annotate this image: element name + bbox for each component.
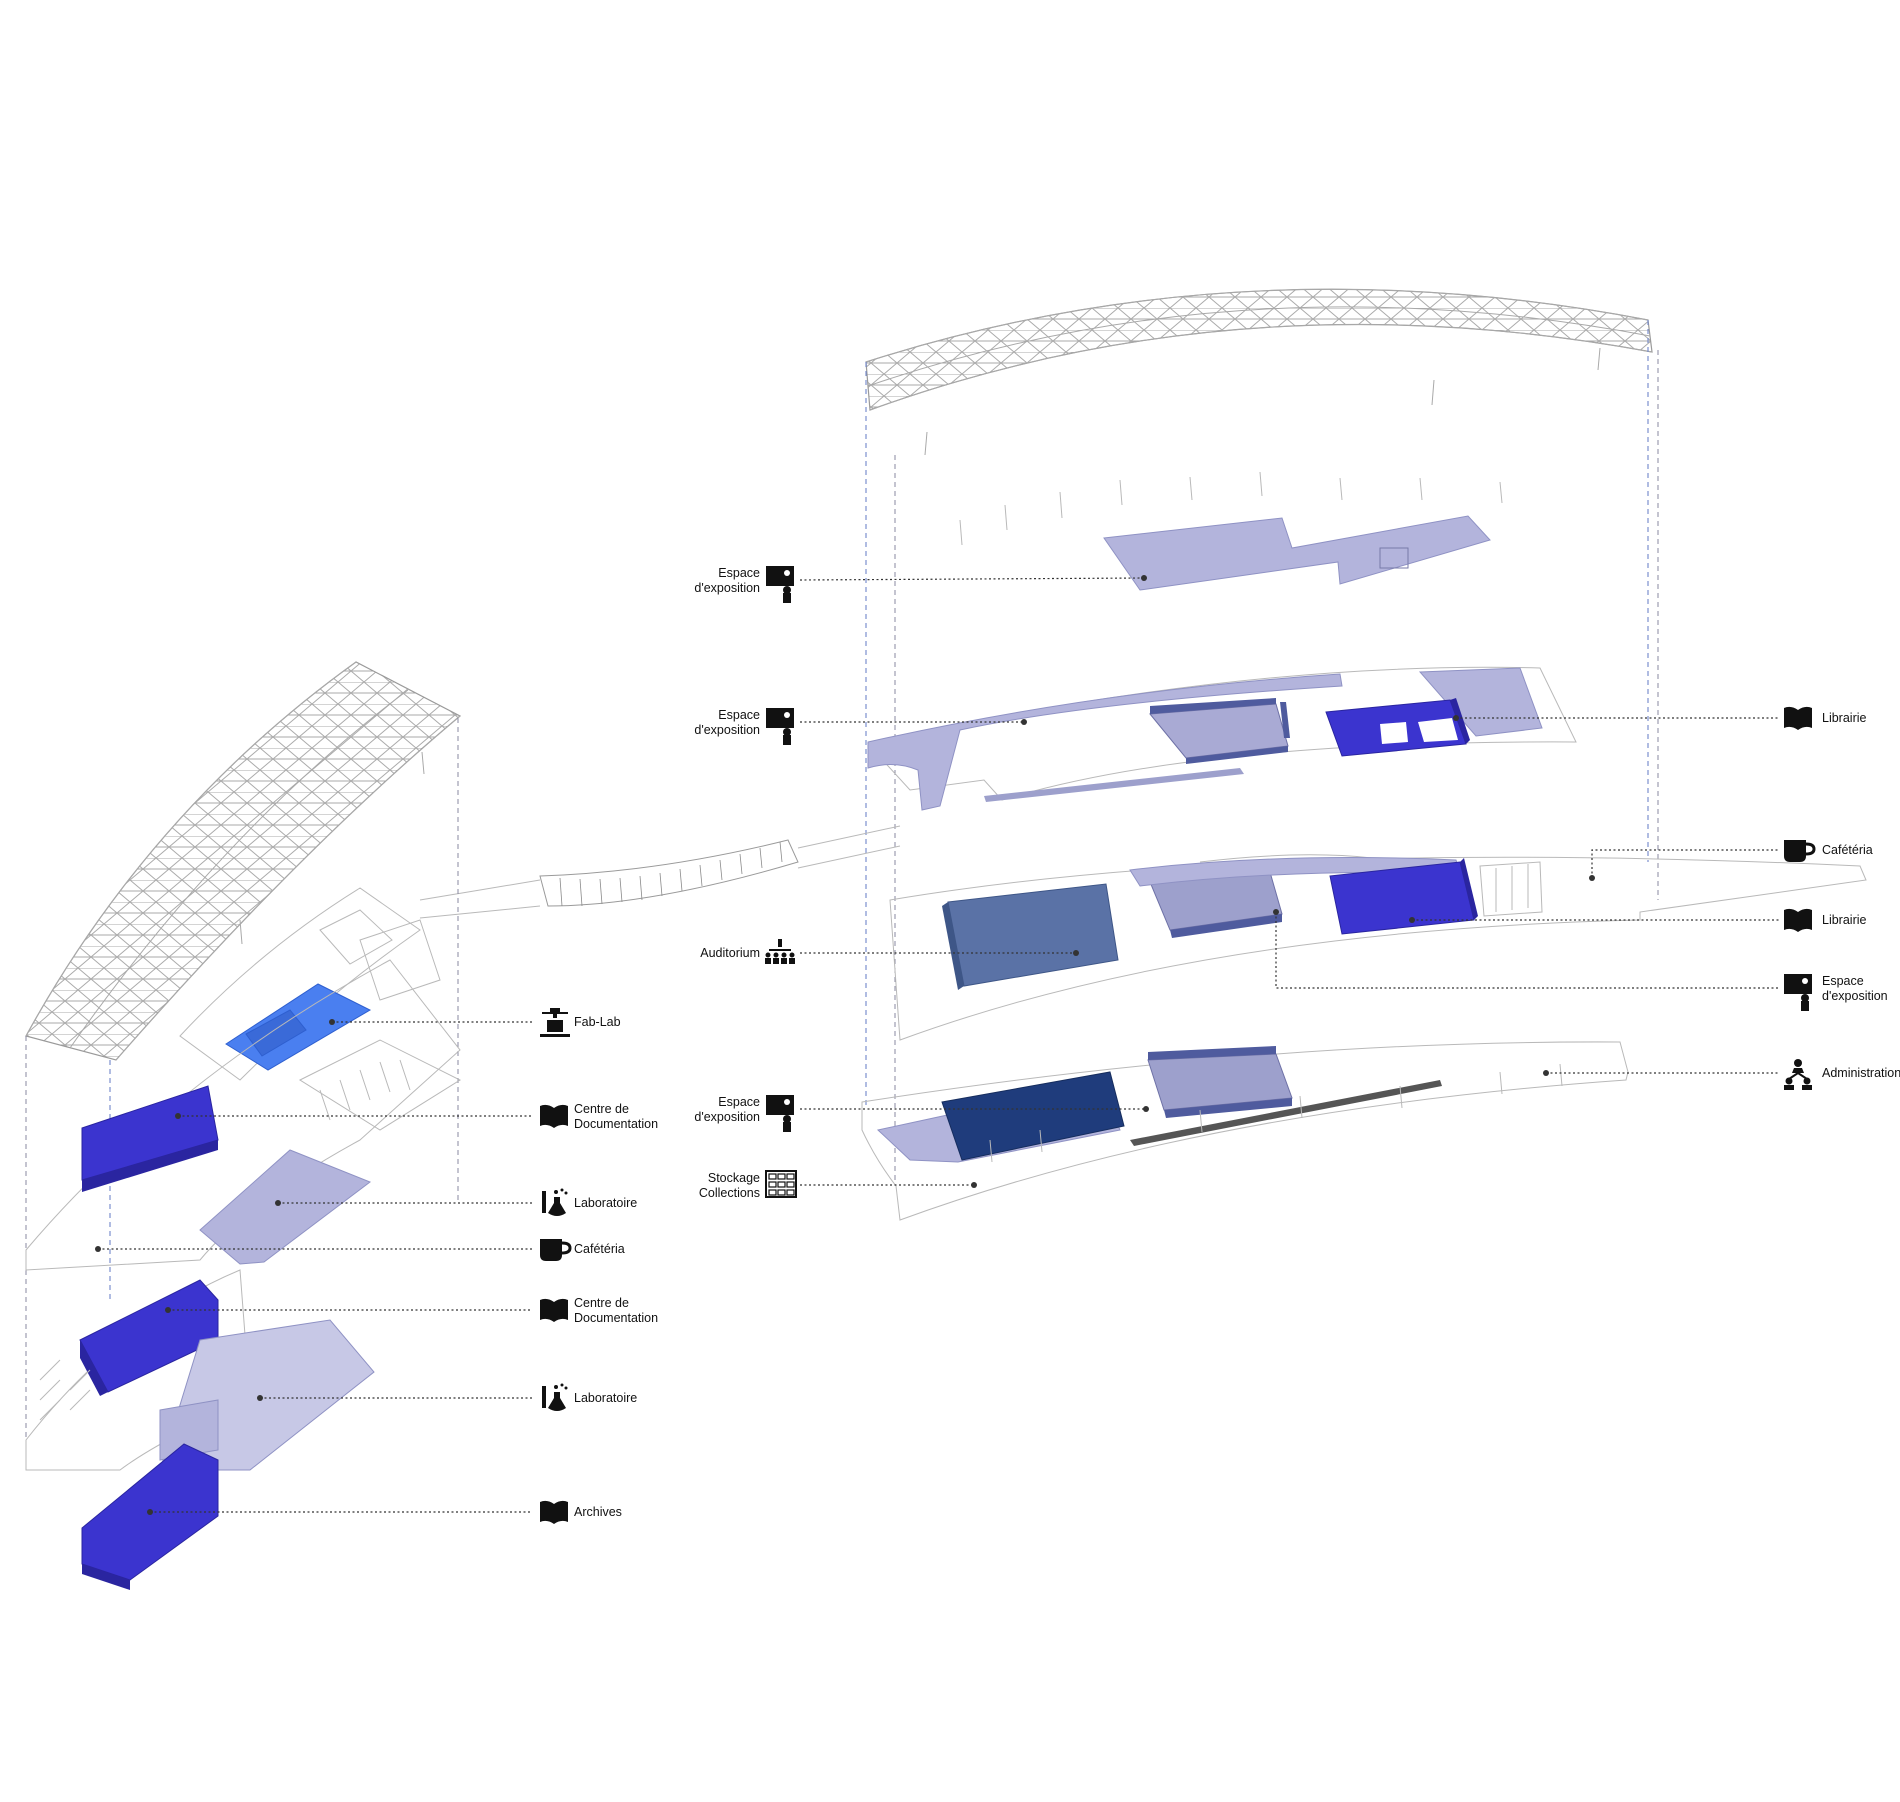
right-left-label-5-text: Stockage [708,1171,760,1185]
right-level-3 [867,666,1577,811]
right-right-label-2: Cafétéria [1784,840,1873,862]
right-level-1 [861,1041,1629,1221]
right-tower [419,288,1867,1221]
book-icon [540,1298,568,1322]
hierarchy-icon [1784,1059,1812,1090]
right-right-label-3-text: Librairie [1822,913,1867,927]
coffee-cup-icon [1784,840,1816,862]
right-right-label-4-text: d'exposition [1822,989,1888,1003]
right-right-label-5-text: Administration [1822,1066,1900,1080]
left-label-5-text: Centre de [574,1296,629,1310]
right-left-label-4-text: Espace [718,1095,760,1109]
right-left-label-1-text: d'exposition [694,581,760,595]
right-left-label-2-text: d'exposition [694,723,760,737]
coffee-cup-icon [540,1239,572,1261]
right-left-label-5-text: Collections [699,1186,760,1200]
right-right-label-1-text: Librairie [1822,711,1867,725]
left-label-6-text: Laboratoire [574,1391,637,1405]
audience-icon [765,939,795,964]
left-label-7: Archives [540,1500,622,1524]
3d-printer-icon [540,1008,570,1037]
left-label-7-text: Archives [574,1505,622,1519]
right-left-label-2-text: Espace [718,708,760,722]
left-tower-leaders [95,1019,532,1515]
left-label-3-text: Laboratoire [574,1196,637,1210]
exhibition-icon [1784,974,1812,1011]
right-right-label-5: Administration [1784,1059,1900,1090]
exhibition-dark-hall [941,1071,1125,1161]
left-tower [25,661,532,1590]
right-roof-structure [865,288,1653,456]
right-level-top [959,471,1503,591]
left-label-3: Laboratoire [542,1188,637,1216]
right-level-2 [889,854,1867,1041]
book-icon [540,1500,568,1524]
flask-icon [542,1188,568,1216]
right-right-label-4-text: Espace [1822,974,1864,988]
book-icon [540,1104,568,1128]
book-icon [1784,706,1812,730]
exhibition-gallery-level-3 [867,673,1343,811]
exhibition-icon [766,1095,794,1132]
left-label-1: Fab-Lab [540,1008,621,1037]
book-icon [1784,908,1812,932]
left-label-6: Laboratoire [542,1383,637,1411]
right-left-label-3: Auditorium [700,939,795,964]
laboratoire-room-upper [199,1149,372,1265]
right-left-label-4-text: d'exposition [694,1110,760,1124]
right-right-label-3: Librairie [1784,908,1867,932]
left-level-middle [25,959,462,1271]
left-label-2-text: Centre de [574,1102,629,1116]
left-label-5-text: Documentation [574,1311,658,1325]
left-label-2-text: Documentation [574,1117,658,1131]
right-left-label-3-text: Auditorium [700,946,760,960]
right-right-leaders [1273,715,1780,1076]
exhibition-icon [766,708,794,745]
right-left-label-1-text: Espace [718,566,760,580]
left-roof-structure [25,661,462,1061]
auditorium-volume [947,883,1119,987]
left-label-1-text: Fab-Lab [574,1015,621,1029]
storage-rack-icon [765,1170,797,1198]
sky-bridge [419,825,901,919]
flask-icon [542,1383,568,1411]
left-label-4-text: Cafétéria [574,1242,625,1256]
left-level-lower [25,1269,375,1590]
exhibition-slab-top [1103,515,1491,591]
left-level-upper [179,887,441,1081]
right-right-label-1: Librairie [1784,706,1867,730]
right-right-label-2-text: Cafétéria [1822,843,1873,857]
exhibition-icon [766,566,794,603]
right-left-leaders [799,575,1149,1188]
left-label-4: Cafétéria [540,1239,625,1261]
